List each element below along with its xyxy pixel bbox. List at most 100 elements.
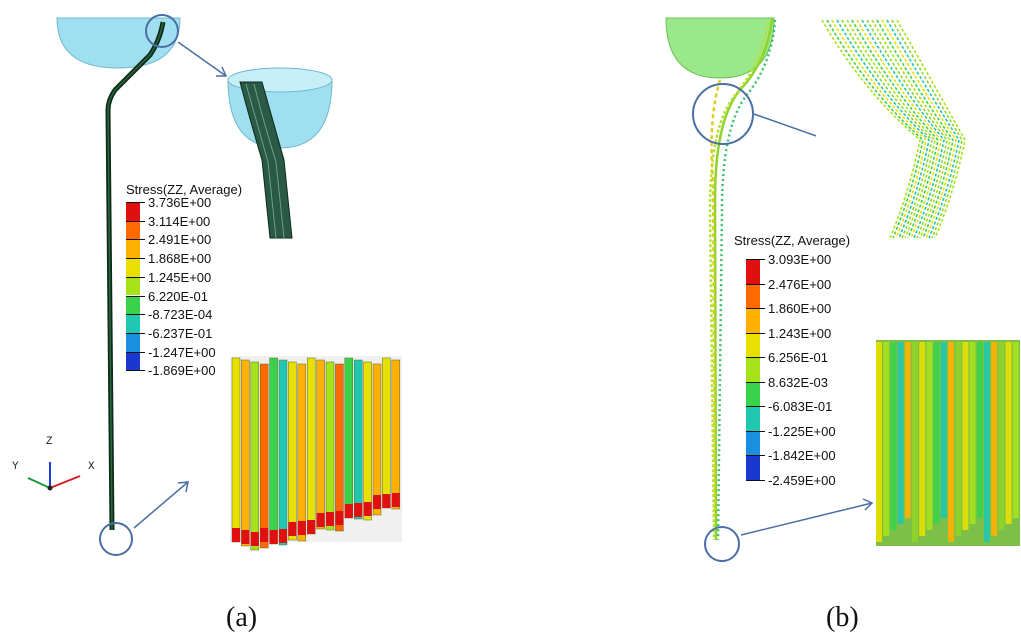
fiber-tip xyxy=(391,493,400,507)
legend-a-color-segment xyxy=(126,276,140,296)
legend-a-tick-mark xyxy=(126,314,145,316)
callout-circle-bottom-a xyxy=(99,522,133,556)
legend-a-tick-label: 3.736E+00 xyxy=(148,195,212,210)
callout-arrow-bottom-a xyxy=(133,481,189,529)
legend-a-tick-mark xyxy=(126,332,145,334)
fiber-segment xyxy=(883,342,890,536)
fiber-line xyxy=(861,19,945,239)
legend-b-tick-mark xyxy=(746,332,765,334)
fiber-tip xyxy=(363,502,372,516)
legend-b-tick-mark xyxy=(746,430,765,432)
axis-z-label: Z xyxy=(46,436,53,448)
legend-b-color-segment xyxy=(746,381,760,406)
fiber-segment xyxy=(1005,342,1012,524)
panel-b-figure xyxy=(665,17,1020,562)
legend-a-tick-mark xyxy=(126,202,145,203)
fiber-segment xyxy=(372,363,382,516)
legend-b-tick-label: -1.842E+00 xyxy=(768,448,836,463)
legend-a-tick-label: 3.114E+00 xyxy=(148,213,211,229)
legend-b-color-segment xyxy=(746,308,760,333)
legend-a-color-segment xyxy=(126,220,140,240)
fiber-segment xyxy=(391,359,401,510)
fiber-tip xyxy=(373,495,381,509)
legend-b-tick-mark xyxy=(746,357,765,358)
legend-b-tick-mark xyxy=(746,259,765,260)
fiber-tip xyxy=(382,494,391,508)
legend-a-tick-label: 6.220E-01 xyxy=(148,288,208,304)
callout-arrow-top-a xyxy=(177,41,228,77)
fiber-segment xyxy=(335,363,344,532)
legend-b-tick-mark xyxy=(746,479,765,481)
fiber-line xyxy=(881,19,957,239)
legend-a-color-segment xyxy=(126,258,140,277)
fiber-tip xyxy=(279,529,287,543)
legend-a-tick-mark xyxy=(126,258,145,260)
fiber-tip xyxy=(354,503,363,517)
callout-circle-top-b xyxy=(692,83,754,145)
fiber-segment xyxy=(962,342,969,530)
legend-b-color-bar xyxy=(746,259,760,480)
legend-title-b: Stress(ZZ, Average) xyxy=(734,233,851,248)
legend-a-tick-label: -1.869E+00 xyxy=(148,363,216,379)
fiber-tip xyxy=(344,504,353,518)
fiber-segment xyxy=(969,342,976,524)
legend-b-tick-mark xyxy=(746,381,765,383)
legend-b-tick-mark xyxy=(746,455,765,456)
legend-a-tick-label: 1.245E+00 xyxy=(148,269,212,285)
fiber-segment xyxy=(904,342,911,518)
legend-a-color-segment xyxy=(126,295,140,315)
zoom-inset-bottom-a xyxy=(230,356,402,551)
legend-a-color-segment xyxy=(126,314,140,333)
legend-a-color-segment xyxy=(126,239,140,259)
legend-b-tick-mark xyxy=(746,283,765,285)
legend-a-tick-mark xyxy=(126,220,145,222)
callout-circle-top-a xyxy=(145,14,179,48)
fiber-tip xyxy=(241,530,250,544)
fiber-line xyxy=(871,19,951,239)
axis-triad xyxy=(27,462,81,491)
panel-a-figure xyxy=(27,14,402,556)
legend-a-tick-label: -1.247E+00 xyxy=(148,344,216,360)
fiber-segment xyxy=(926,342,933,530)
fiber-segment xyxy=(382,357,391,509)
fiber-line xyxy=(851,19,939,239)
fiber-line xyxy=(876,19,954,239)
fiber-segment xyxy=(890,342,897,530)
legend-a-tick-label: 2.491E+00 xyxy=(148,232,212,248)
fiber-tip xyxy=(316,513,325,527)
fiber-line xyxy=(846,19,936,239)
legend-a-tick-mark xyxy=(126,239,145,241)
legend-b-tick-label: -2.459E+00 xyxy=(768,472,836,488)
callout-arrow-bottom-b xyxy=(740,498,874,536)
legend-a-tick-mark xyxy=(126,351,145,353)
legend-a-tick-label: -8.723E-04 xyxy=(148,307,213,323)
legend-b-color-segment xyxy=(746,357,760,382)
fiber-segment xyxy=(259,363,269,549)
legend-b-color-segment xyxy=(746,406,760,431)
fiber-tip xyxy=(297,521,306,535)
fiber-tip xyxy=(335,511,344,525)
legend-b-tick-label: -6.083E-01 xyxy=(768,399,833,414)
legend-b-tick-mark xyxy=(746,406,765,407)
fiber-tip xyxy=(288,522,297,536)
fiber-segment xyxy=(278,359,288,546)
fiber-line xyxy=(821,19,921,239)
axis-y-label: Y xyxy=(12,461,19,473)
legend-a-tick-mark xyxy=(126,370,145,372)
legend-a-tick-label: 1.868E+00 xyxy=(148,251,212,267)
fiber-bundle-b xyxy=(708,17,777,541)
fiber-segment xyxy=(933,342,940,524)
legend-a-tick-mark xyxy=(126,295,145,297)
legend-b-color-segment xyxy=(746,455,760,480)
fiber-segment xyxy=(316,359,325,530)
legend-a-tick-mark xyxy=(126,276,145,278)
legend-a-color-segment xyxy=(126,351,140,371)
caption-a: (a) xyxy=(226,602,258,633)
fiber-segment xyxy=(363,361,372,521)
fiber-segment xyxy=(344,357,354,519)
fiber-segment xyxy=(297,363,307,542)
fiber-segment xyxy=(919,342,926,536)
callout-circle-bottom-b xyxy=(704,526,740,562)
zoom-inset-top-b xyxy=(816,18,976,240)
